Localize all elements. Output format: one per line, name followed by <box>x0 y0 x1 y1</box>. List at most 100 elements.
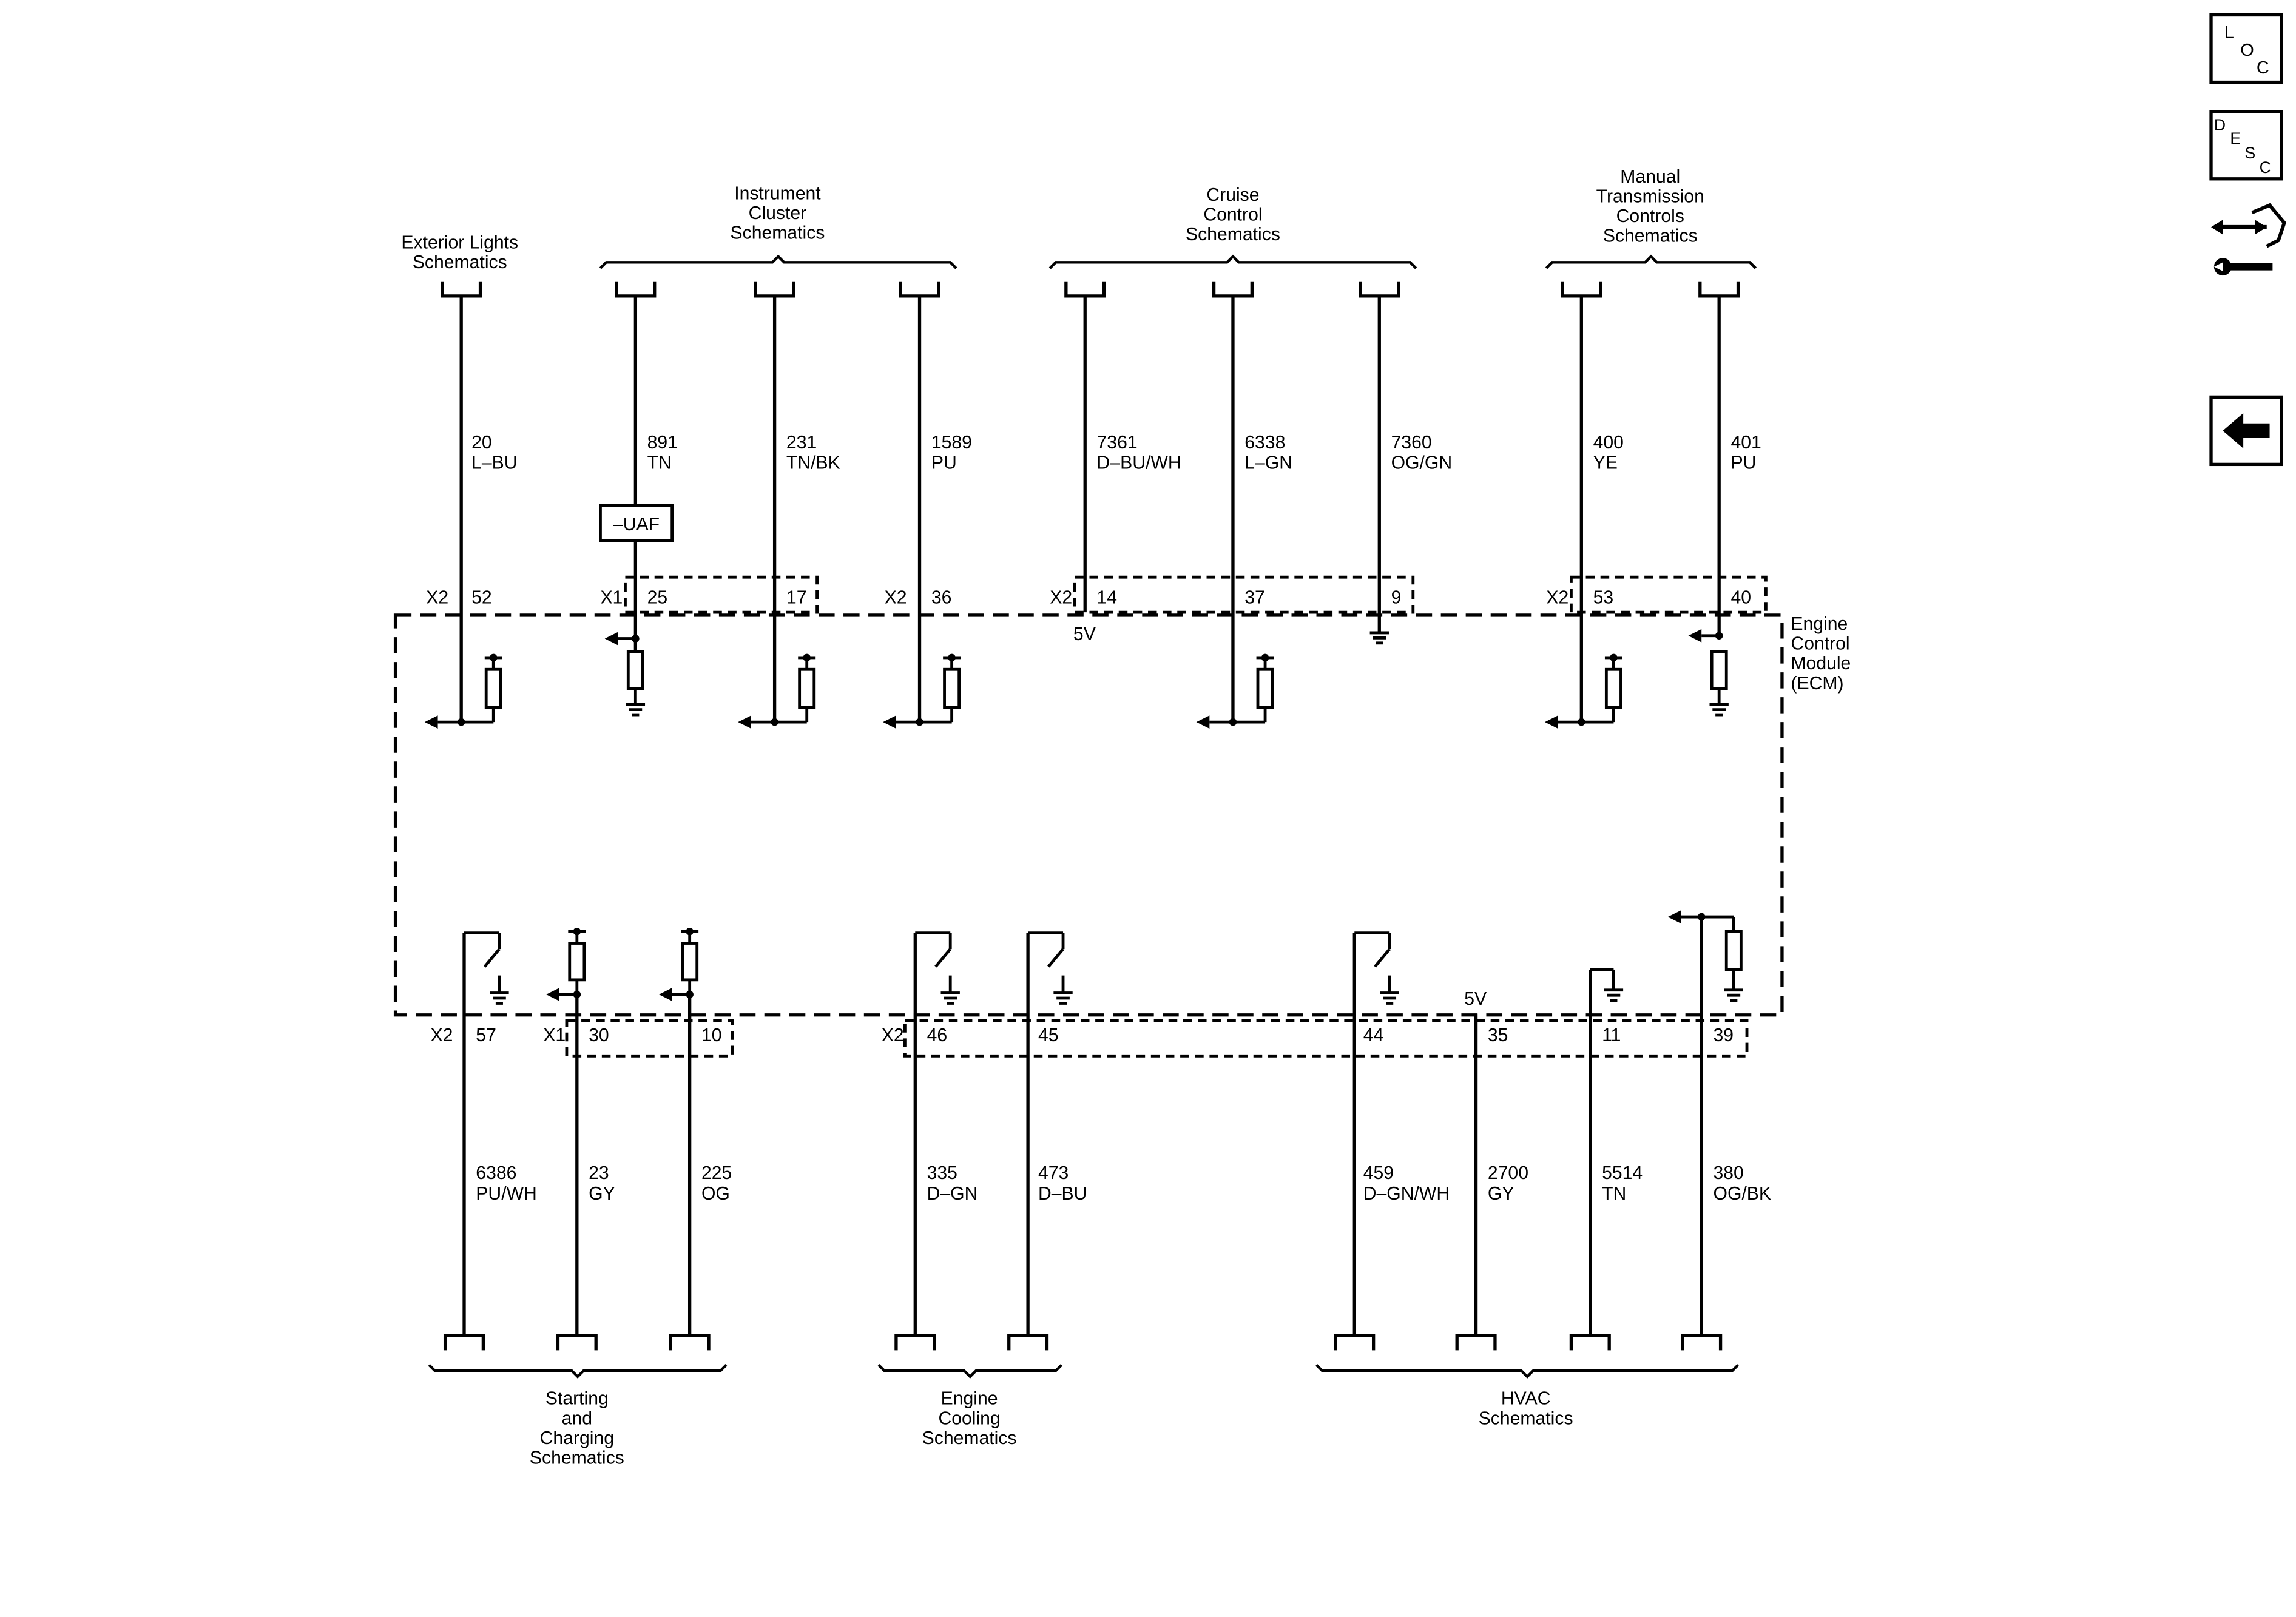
wire-circuit-6386 <box>443 933 485 1351</box>
loc-letter: C <box>2257 58 2269 78</box>
uaf-option-box <box>599 504 674 542</box>
low-side-driver <box>915 931 960 1005</box>
connector-terminal <box>1455 1334 1497 1351</box>
connector-id: X2 <box>431 1025 453 1045</box>
desc-letter: D <box>2214 116 2226 134</box>
loc-icon[interactable]: LOC <box>2209 13 2283 84</box>
signal-arrow <box>1688 629 1702 643</box>
resistor <box>626 650 644 690</box>
group-manual-transmission-line: Manual <box>1620 167 1680 187</box>
circuit-number: 231 <box>786 433 817 453</box>
input-to-ground <box>604 632 646 717</box>
module-name-line: Control <box>1791 634 1849 654</box>
resistor <box>1724 930 1743 971</box>
desc-letter: S <box>2245 144 2256 162</box>
connector-terminal <box>1359 281 1400 298</box>
connector-terminal <box>615 281 657 298</box>
pin-number: 25 <box>647 588 668 608</box>
pin-number: 17 <box>786 588 807 608</box>
connector-terminal <box>443 1334 485 1351</box>
connector-terminal <box>669 1334 711 1351</box>
group-cruise-control-line: Cruise <box>1206 185 1259 205</box>
resistor <box>681 942 699 982</box>
splice-dot <box>489 653 498 662</box>
ground-circuit <box>1369 631 1389 645</box>
wire-color: D–BU/WH <box>1097 453 1181 473</box>
low-side-driver <box>464 931 509 1005</box>
circuit-number: 7360 <box>1391 433 1432 453</box>
splice-dot <box>573 927 581 936</box>
resistor <box>568 942 586 982</box>
connector-terminal <box>1698 281 1740 298</box>
group-brace <box>1545 254 1757 269</box>
connector-x2-group <box>1570 575 1768 614</box>
pin-number: 35 <box>1488 1025 1508 1045</box>
ecm-outline <box>393 613 1784 1017</box>
connector-terminal <box>1212 281 1254 298</box>
splice-dot <box>1261 653 1269 662</box>
wire-color: OG/BK <box>1714 1184 1772 1204</box>
internal-components <box>424 504 1743 1005</box>
back-arrow-icon[interactable] <box>2209 395 2283 467</box>
pin-number: 52 <box>471 588 492 608</box>
resistor <box>1710 650 1728 690</box>
connector-x1-group <box>624 575 819 614</box>
resistor <box>798 667 816 709</box>
wire-circuit-7361 <box>1064 281 1106 613</box>
splice-dot <box>948 653 956 662</box>
circuit-number: 20 <box>471 433 492 453</box>
ground-symbol <box>1604 988 1624 1002</box>
input-to-ground <box>1667 910 1743 1002</box>
wire-circuit-335 <box>894 933 936 1351</box>
connector-terminal <box>556 1334 598 1351</box>
signal-arrow <box>738 715 752 729</box>
pin-number: 46 <box>927 1025 948 1045</box>
group-hvac-line: HVAC <box>1501 1389 1551 1409</box>
wire-color: D–GN/WH <box>1363 1184 1450 1204</box>
group-manual-transmission-line: Schematics <box>1603 226 1698 246</box>
circuit-number: 6386 <box>476 1163 516 1183</box>
group-starting-charging-line: Starting <box>545 1389 609 1409</box>
wire-color: L–GN <box>1244 453 1292 473</box>
circuit-number: 2700 <box>1488 1163 1528 1183</box>
wire-circuit-401 <box>1698 281 1740 639</box>
connector-terminal <box>1681 1334 1723 1351</box>
group-instrument-cluster-line: Cluster <box>749 203 807 223</box>
group-instrument-cluster-line: Schematics <box>731 223 825 243</box>
connector-terminal <box>1064 281 1106 298</box>
pin-number: 14 <box>1097 588 1118 608</box>
group-cruise-control-line: Control <box>1203 205 1262 225</box>
input-circuit <box>546 927 586 1001</box>
connector-wrench-icon[interactable] <box>2211 203 2286 276</box>
circuit-number: 380 <box>1714 1163 1744 1183</box>
group-brace <box>877 1364 1063 1379</box>
group-instrument-cluster-line: Instrument <box>734 184 821 204</box>
group-engine-cooling-line: Engine <box>941 1389 998 1409</box>
connector-id: X2 <box>1050 588 1072 608</box>
wire-circuit-891 <box>615 281 657 652</box>
group-manual-transmission-line: Controls <box>1616 206 1684 226</box>
module-name-line: (ECM) <box>1791 673 1843 694</box>
input-to-ground <box>1688 629 1729 717</box>
wire-circuit-6338 <box>1212 281 1254 723</box>
group-brace <box>599 254 957 269</box>
low-side-driver <box>1028 931 1073 1005</box>
group-brace <box>428 1364 728 1379</box>
wire-circuit-473 <box>1007 933 1049 1351</box>
connector-x1-group <box>565 1019 734 1058</box>
pin-number: 39 <box>1714 1025 1734 1045</box>
wire-color: TN/BK <box>786 453 840 473</box>
connector-id: X1 <box>600 588 623 608</box>
input-circuit <box>658 927 699 1001</box>
